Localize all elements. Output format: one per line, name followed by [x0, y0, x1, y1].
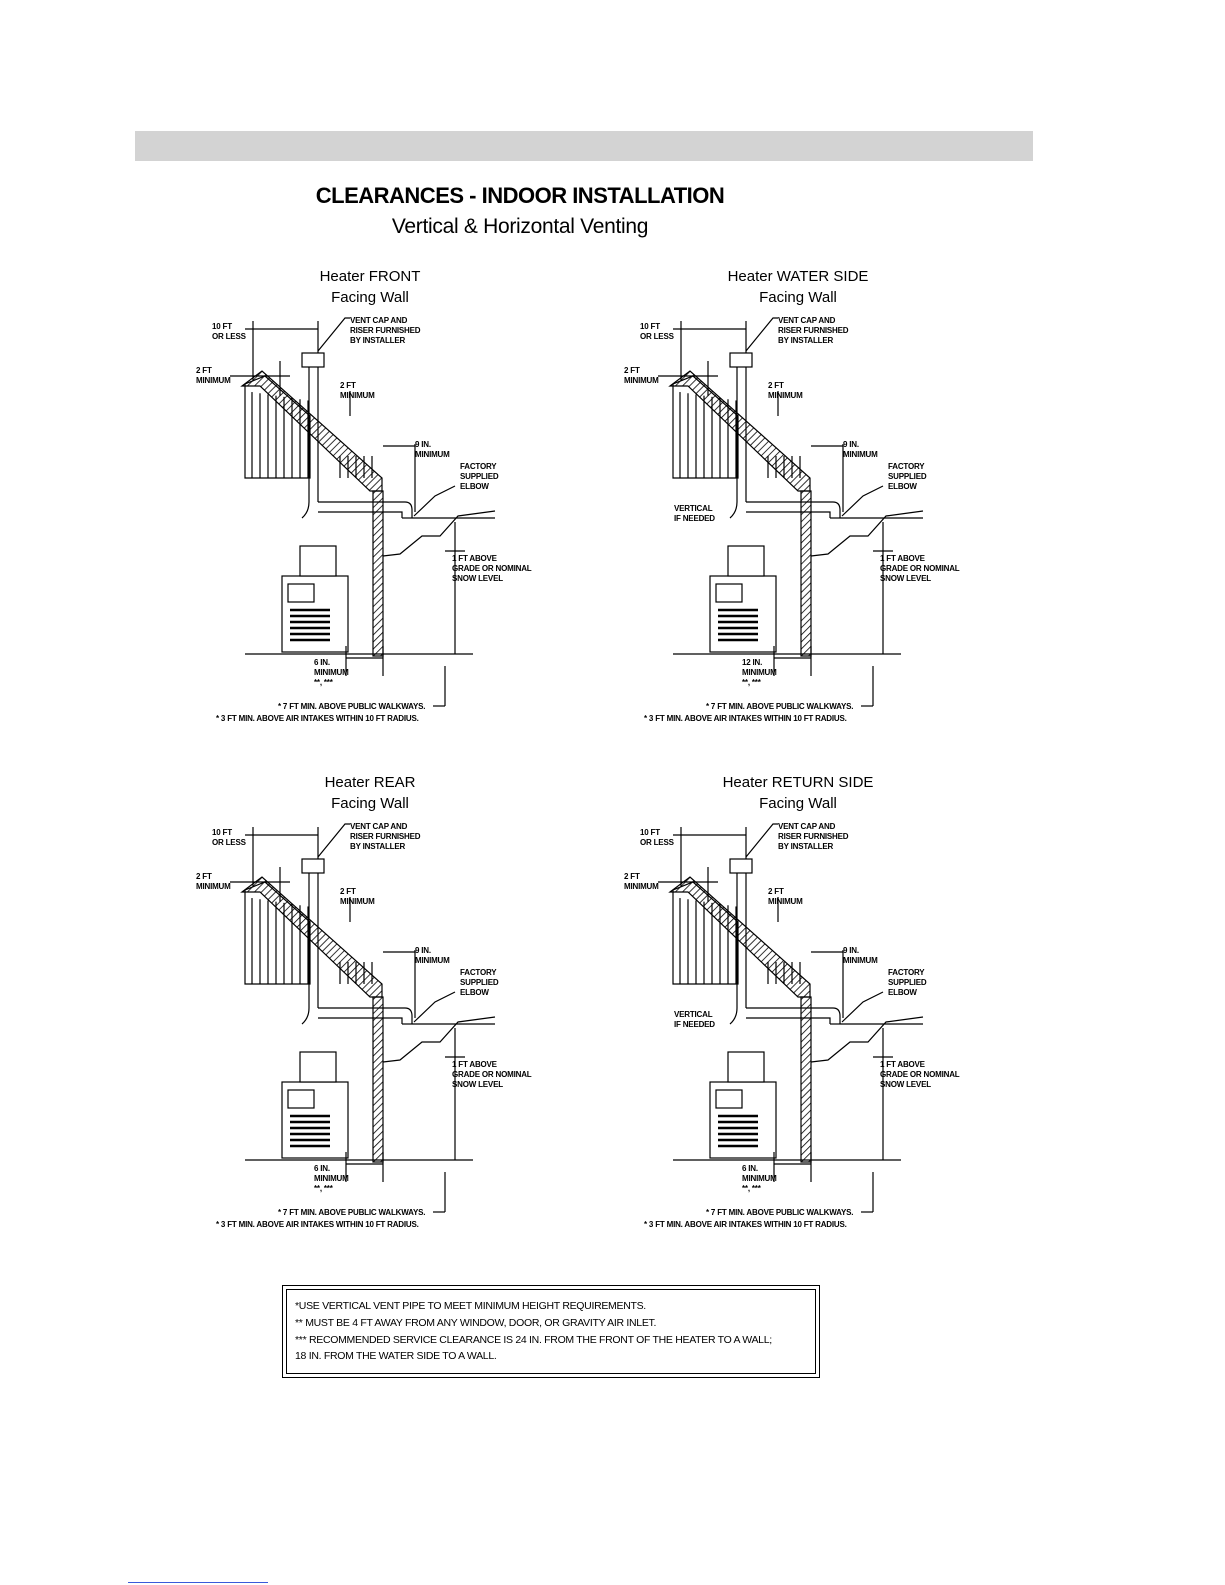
walkways-label: * 7 FT MIN. ABOVE PUBLIC WALKWAYS. — [706, 702, 854, 711]
footnote-1: *USE VERTICAL VENT PIPE TO MEET MINIMUM … — [295, 1300, 646, 1312]
two-ft-left-label: 2 FT MINIMUM — [196, 366, 231, 385]
ten-ft-label: 10 FT OR LESS — [640, 828, 674, 847]
wall-clearance-label: 12 IN. MINIMUM **, *** — [742, 658, 777, 687]
nine-in-label: 9 IN. MINIMUM — [843, 946, 878, 965]
pool-heater — [709, 1051, 777, 1159]
vent-cap-label: VENT CAP AND RISER FURNISHED BY INSTALLE… — [350, 316, 421, 345]
panel-heading-line2: Facing Wall — [331, 795, 409, 812]
exterior-wall — [372, 490, 384, 657]
vent-diagram-drawing — [230, 317, 496, 707]
footer-rule — [128, 1582, 268, 1583]
elbow-label: FACTORY SUPPLIED ELBOW — [888, 968, 927, 997]
vent-diagram-drawing — [658, 823, 924, 1213]
pool-heater — [281, 1051, 349, 1159]
footnotes-box: *USE VERTICAL VENT PIPE TO MEET MINIMUM … — [282, 1285, 820, 1378]
header-band — [135, 131, 1033, 161]
two-ft-right-label: 2 FT MINIMUM — [340, 887, 375, 906]
panel-heading-line1: Heater REAR — [324, 774, 416, 791]
exterior-wall — [372, 996, 384, 1163]
panel-heading-line2: Facing Wall — [759, 795, 837, 812]
vertical-label: VERTICAL IF NEEDED — [674, 504, 715, 523]
grade-label: 1 FT ABOVE GRADE OR NOMINAL SNOW LEVEL — [880, 1060, 960, 1089]
wall-clearance-label: 6 IN. MINIMUM **, *** — [314, 1164, 349, 1193]
pool-heater — [281, 545, 349, 653]
panel-heading-line2: Facing Wall — [331, 289, 409, 306]
grade-label: 1 FT ABOVE GRADE OR NOMINAL SNOW LEVEL — [452, 554, 532, 583]
nine-in-label: 9 IN. MINIMUM — [843, 440, 878, 459]
two-ft-left-label: 2 FT MINIMUM — [624, 366, 659, 385]
page-title: CLEARANCES - INDOOR INSTALLATION — [315, 183, 725, 208]
vent-cap-label: VENT CAP AND RISER FURNISHED BY INSTALLE… — [778, 316, 849, 345]
walkways-label: * 7 FT MIN. ABOVE PUBLIC WALKWAYS. — [706, 1208, 854, 1217]
elbow-label: FACTORY SUPPLIED ELBOW — [460, 462, 499, 491]
air-intakes-label: * 3 FT MIN. ABOVE AIR INTAKES WITHIN 10 … — [216, 1220, 419, 1229]
wall-clearance-label: 6 IN. MINIMUM **, *** — [314, 658, 349, 687]
wall-clearance-label: 6 IN. MINIMUM **, *** — [742, 1164, 777, 1193]
two-ft-left-label: 2 FT MINIMUM — [624, 872, 659, 891]
exterior-wall — [800, 490, 812, 657]
two-ft-left-label: 2 FT MINIMUM — [196, 872, 231, 891]
vent-cap — [729, 858, 753, 874]
walkways-label: * 7 FT MIN. ABOVE PUBLIC WALKWAYS. — [278, 1208, 426, 1217]
footnote-3: *** RECOMMENDED SERVICE CLEARANCE IS 24 … — [295, 1334, 772, 1346]
grade-label: 1 FT ABOVE GRADE OR NOMINAL SNOW LEVEL — [880, 554, 960, 583]
panel-heading-line2: Facing Wall — [759, 289, 837, 306]
vertical-label: VERTICAL IF NEEDED — [674, 1010, 715, 1029]
vent-diagram-drawing — [230, 823, 496, 1213]
panel-heading-line1: Heater RETURN SIDE — [722, 774, 874, 791]
elbow-label: FACTORY SUPPLIED ELBOW — [460, 968, 499, 997]
footnote-4: 18 IN. FROM THE WATER SIDE TO A WALL. — [295, 1350, 497, 1362]
ten-ft-label: 10 FT OR LESS — [640, 322, 674, 341]
vent-diagram-drawing — [658, 317, 924, 707]
air-intakes-label: * 3 FT MIN. ABOVE AIR INTAKES WITHIN 10 … — [644, 714, 847, 723]
elbow-label: FACTORY SUPPLIED ELBOW — [888, 462, 927, 491]
vent-cap-label: VENT CAP AND RISER FURNISHED BY INSTALLE… — [778, 822, 849, 851]
nine-in-label: 9 IN. MINIMUM — [415, 440, 450, 459]
exterior-wall — [800, 996, 812, 1163]
air-intakes-label: * 3 FT MIN. ABOVE AIR INTAKES WITHIN 10 … — [216, 714, 419, 723]
pool-heater — [709, 545, 777, 653]
air-intakes-label: * 3 FT MIN. ABOVE AIR INTAKES WITHIN 10 … — [644, 1220, 847, 1229]
ten-ft-label: 10 FT OR LESS — [212, 322, 246, 341]
panel-heading-line1: Heater WATER SIDE — [727, 268, 869, 285]
ten-ft-label: 10 FT OR LESS — [212, 828, 246, 847]
two-ft-right-label: 2 FT MINIMUM — [768, 381, 803, 400]
vent-cap-label: VENT CAP AND RISER FURNISHED BY INSTALLE… — [350, 822, 421, 851]
nine-in-label: 9 IN. MINIMUM — [415, 946, 450, 965]
vent-cap — [301, 352, 325, 368]
two-ft-right-label: 2 FT MINIMUM — [340, 381, 375, 400]
vent-cap — [301, 858, 325, 874]
page-subtitle: Vertical & Horizontal Venting — [391, 215, 649, 238]
grade-label: 1 FT ABOVE GRADE OR NOMINAL SNOW LEVEL — [452, 1060, 532, 1089]
footnotes-inner-border: *USE VERTICAL VENT PIPE TO MEET MINIMUM … — [286, 1289, 816, 1374]
two-ft-right-label: 2 FT MINIMUM — [768, 887, 803, 906]
walkways-label: * 7 FT MIN. ABOVE PUBLIC WALKWAYS. — [278, 702, 426, 711]
panel-heading-line1: Heater FRONT — [319, 268, 421, 285]
vent-cap — [729, 352, 753, 368]
footnote-2: ** MUST BE 4 FT AWAY FROM ANY WINDOW, DO… — [295, 1317, 657, 1329]
